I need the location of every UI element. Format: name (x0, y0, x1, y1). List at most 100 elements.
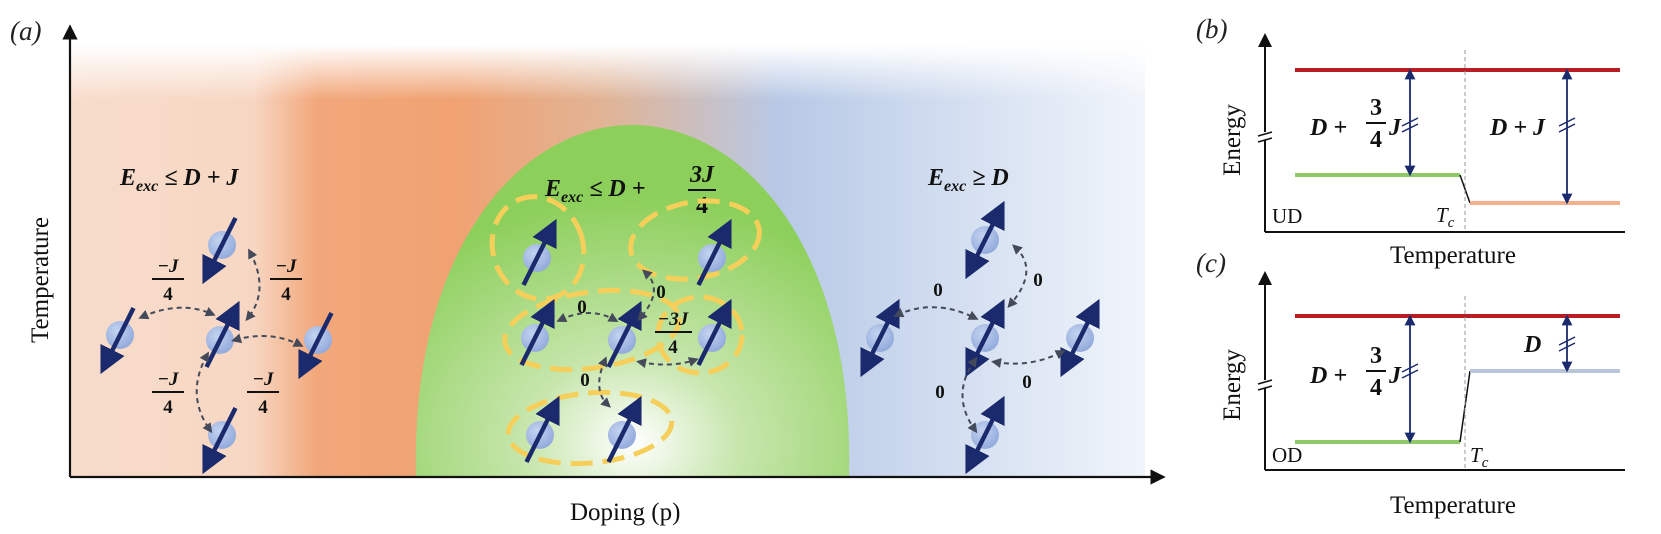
coupling-label: −J 4 (247, 369, 279, 418)
axis-break-icon (1257, 379, 1273, 391)
left-condition: Eexc≤ D + J (119, 165, 239, 195)
coupling-label: −3J 4 (655, 309, 692, 358)
spin (202, 216, 238, 285)
spin (696, 218, 732, 287)
tc-step (1459, 174, 1471, 204)
coupling-label: −J 4 (270, 256, 302, 305)
right-couplings: 0 0 0 0 (933, 270, 1043, 403)
spin (965, 395, 1005, 475)
svg-text:4: 4 (163, 397, 173, 418)
coupling-label: 0 (656, 282, 666, 303)
panel-b-label: (b) (1196, 14, 1227, 44)
break-mark-icon (1401, 117, 1419, 133)
spin (696, 298, 732, 367)
spin (965, 298, 1005, 378)
panel-c: (c) Energy Temperature D + 3 4 J D OD Tc (1196, 248, 1625, 519)
panel-c-label: (c) (1196, 248, 1226, 278)
spin-arrow (860, 298, 900, 378)
gap-label-left: D + 3 4 J (1309, 343, 1402, 401)
svg-text:−3J: −3J (658, 309, 689, 330)
svg-text:4: 4 (1370, 375, 1382, 401)
spin-arrow (298, 311, 334, 380)
y-axis-label: Temperature (27, 217, 54, 343)
svg-text:4: 4 (668, 337, 678, 358)
spin (298, 311, 334, 380)
svg-text:4: 4 (281, 284, 291, 305)
svg-text:D +: D + (1309, 363, 1347, 389)
panel-a: (a) Doping (p) Temperature Eexc≤ D + J E… (10, 16, 1166, 526)
x-axis-label: Doping (p) (570, 499, 680, 526)
spin (202, 406, 238, 475)
top-fade (70, 45, 1145, 100)
coupling-arrow (1007, 244, 1028, 309)
svg-text:−J: −J (252, 369, 274, 390)
spin-arrow (965, 395, 1005, 475)
spins (100, 200, 1100, 475)
spin (1060, 298, 1100, 378)
panel-c-x-label: Temperature (1390, 492, 1516, 519)
spin-arrow (202, 406, 238, 475)
spin (521, 218, 557, 287)
gap-label-right: D + J (1489, 115, 1546, 141)
coupling-arrow (636, 357, 699, 369)
pair-ring (505, 389, 675, 467)
svg-text:−J: −J (275, 256, 297, 277)
spin-arrow (519, 298, 555, 367)
coupling-label: 0 (1033, 270, 1043, 291)
svg-text:Eexc≤ D +: Eexc≤ D + (544, 176, 645, 206)
coupling-arrow (195, 351, 213, 434)
coupling-arrow (893, 306, 979, 320)
coupling-label: 0 (933, 280, 943, 301)
coupling-label: 0 (935, 382, 945, 403)
tc-step (1459, 370, 1471, 443)
spin-arrow (696, 218, 732, 287)
coupling-arrows (138, 244, 1066, 434)
break-mark-icon (1558, 336, 1576, 352)
coupling-arrow (556, 312, 619, 322)
coupling-label: −J 4 (152, 256, 184, 305)
axis-break-icon (1257, 131, 1273, 143)
coupling-label: −J 4 (152, 369, 184, 418)
spin (100, 306, 136, 375)
spin-arrow (696, 298, 732, 367)
spin-arrow (202, 216, 238, 285)
gap-label-right: D (1523, 332, 1541, 358)
spin-arrow (965, 200, 1005, 280)
svg-text:J: J (1388, 115, 1402, 141)
spin-arrow (965, 298, 1005, 378)
pair-ring (655, 294, 745, 376)
panel-b: (b) Energy Temperature D + 3 4 J D + J U… (1196, 14, 1625, 269)
spin-arrow (521, 218, 557, 287)
svg-text:4: 4 (1370, 127, 1382, 153)
spin-arrow (606, 395, 642, 464)
svg-text:D +: D + (1309, 115, 1347, 141)
coupling-arrow (637, 269, 655, 321)
svg-text:−J: −J (157, 369, 179, 390)
spin (860, 298, 900, 378)
svg-text:J: J (1388, 363, 1402, 389)
phase-label: OD (1272, 443, 1302, 467)
svg-text:3J: 3J (689, 162, 715, 188)
panel-c-y-label: Energy (1219, 349, 1246, 421)
coupling-arrow (245, 248, 261, 322)
spin (606, 395, 642, 464)
svg-text:4: 4 (696, 193, 708, 219)
svg-text:−J: −J (157, 256, 179, 277)
gap-label-left: D + 3 4 J (1309, 95, 1402, 153)
svg-text:4: 4 (258, 397, 268, 418)
middle-condition: Eexc≤ D + 3J 4 (544, 162, 716, 219)
phase-label: UD (1272, 204, 1302, 228)
spin (606, 300, 642, 369)
panel-b-y-label: Energy (1219, 104, 1246, 176)
tc-label: Tc (1470, 443, 1489, 471)
panel-a-label: (a) (10, 16, 41, 46)
coupling-label: 0 (580, 370, 590, 391)
coupling-arrow (138, 306, 216, 320)
break-mark-icon (1558, 117, 1576, 133)
spin-arrow (1060, 298, 1100, 378)
pair-ring (502, 287, 682, 373)
svg-text:3: 3 (1370, 343, 1382, 369)
panel-b-x-label: Temperature (1390, 242, 1516, 269)
right-condition: Eexc≥ D (927, 165, 1009, 195)
